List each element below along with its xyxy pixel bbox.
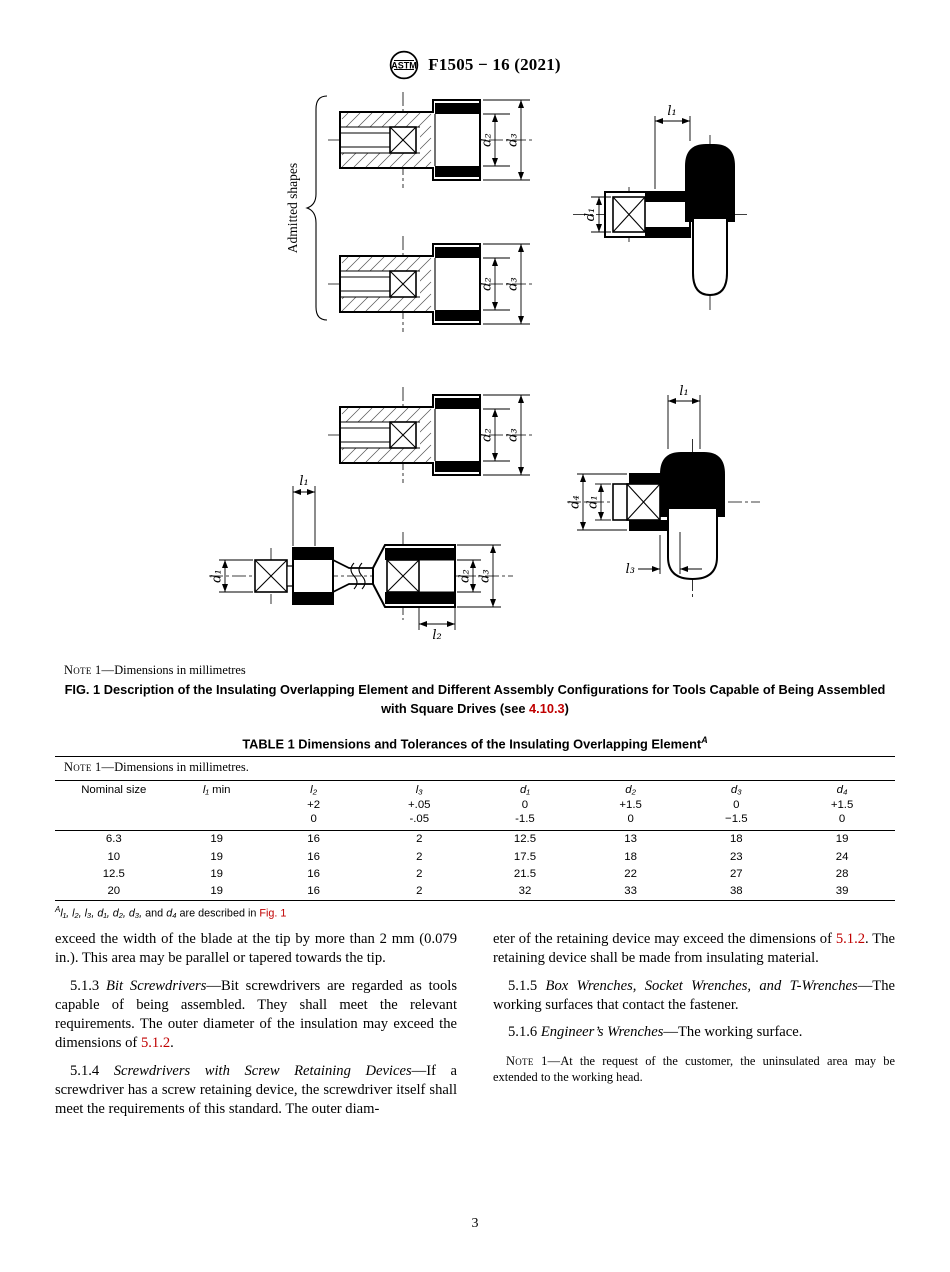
figure-1-drawings: d₂ d₃ Admitted shapes [209, 91, 760, 643]
header-cell: Nominal size [55, 780, 173, 831]
figure-1: d₂ d₃ Admitted shapes [55, 91, 895, 667]
dim-label-l1: l₁ [679, 384, 688, 399]
table-cell: 22 [624, 867, 637, 880]
figure-caption: FIG. 1 Description of the Insulating Ove… [55, 681, 895, 718]
table-note: Note 1—Dimensions in millimetres. [55, 756, 895, 780]
dim-label-d2: d₂ [458, 569, 473, 583]
table-row: 12.5 19 16 2 21.5 22 27 28 [55, 865, 895, 882]
dim-label-l2: l₂ [432, 628, 441, 643]
table-row: 10 19 16 2 17.5 18 23 24 [55, 848, 895, 865]
header-cell: l₁ min [172, 780, 261, 831]
dim-label-d4: d₄ [568, 495, 583, 509]
figure-note: Note 1—Dimensions in millimetres [64, 663, 246, 677]
table-cell: 33 [624, 885, 637, 898]
paragraph: eter of the retaining device may exceed … [493, 931, 895, 967]
table-cell: 13 [624, 833, 637, 846]
table-1-block: Note 1—Dimensions in millimetres. Nomina… [55, 756, 895, 919]
drawing-corner-tool-top: d₁ l₁ [573, 104, 747, 312]
section-5-1-5: 5.1.5 Box Wrenches, Socket Wrenches, and… [493, 977, 895, 1013]
drawing-admitted-shape-1 [327, 91, 533, 189]
table-cell: 16 [307, 833, 320, 846]
astm-logo-text: ASTM [391, 61, 417, 71]
dim-label-l1: l₁ [299, 474, 308, 489]
table-cell: 16 [307, 867, 320, 880]
astm-logo: ASTM [389, 50, 419, 80]
dim-label-d1: d₁ [586, 495, 601, 509]
table-cell: 18 [729, 833, 743, 846]
dim-label-d1: d₁ [210, 569, 225, 583]
drawing-socket-middle [327, 386, 533, 484]
figure-caption-line2: with Square Drives (see 4.10.3) [381, 700, 569, 716]
table-cell: 2 [416, 867, 423, 880]
table-cell: 28 [835, 867, 849, 880]
paragraph: exceed the width of the blade at the tip… [55, 931, 457, 967]
table-cell: 27 [729, 867, 743, 880]
caption-xref-4-10-3[interactable]: 4.10.3 [529, 700, 565, 716]
footnote-xref-fig-1[interactable]: Fig. 1 [259, 907, 287, 920]
table-cell: 19 [835, 833, 849, 846]
dim-label-d1: d₁ [583, 208, 598, 222]
table-cell: 20 [107, 885, 121, 898]
body-column-right: eter of the retaining device may exceed … [493, 930, 895, 1086]
table-cell: 2 [416, 850, 423, 863]
table-cell: 19 [210, 850, 224, 863]
table-cell: 23 [729, 850, 743, 863]
section-5-1-6: 5.1.6 Engineer’s Wrenches—The working su… [508, 1024, 803, 1040]
figure-caption-line1: FIG. 1 Description of the Insulating Ove… [64, 682, 886, 697]
doc-number: F1505 − 16 (2021) [428, 55, 561, 74]
section-5-1-4: 5.1.4 Screwdrivers with Screw Retaining … [55, 1062, 457, 1118]
drawing-admitted-shape-2 [327, 235, 533, 333]
page-header: ASTM F1505 − 16 (2021) [0, 50, 950, 80]
table-row: 20 19 16 2 32 33 38 39 [55, 883, 895, 901]
table-cell: 17.5 [513, 850, 537, 863]
table-cell: 16 [307, 885, 320, 898]
page-number: 3 [471, 1216, 479, 1231]
admitted-shapes-brace [305, 95, 328, 321]
dim-label-d3: d₃ [478, 569, 493, 583]
table-footnote: Al₁, l₂, l₃, d₁, d₂, d₃, and d₄ are desc… [55, 904, 287, 920]
table-cell: 32 [518, 885, 532, 898]
drawing-extension-assembly: d₁ l₁ d₂ d₃ l₂ [209, 474, 513, 643]
xref-5-1-2[interactable]: 5.1.2 [835, 931, 866, 947]
table-cell: 24 [835, 850, 849, 863]
table-cell: 6.3 [105, 833, 122, 846]
table-row: 6.3 19 16 2 12.5 13 18 19 [55, 830, 895, 848]
table-cell: 19 [210, 885, 224, 898]
table-title: TABLE 1 Dimensions and Tolerances of the… [242, 735, 708, 752]
section-5-1-3: 5.1.3 Bit Screwdrivers—Bit screwdrivers … [55, 977, 458, 1052]
admitted-shapes-label: Admitted shapes [285, 163, 300, 253]
dim-label-l3: l₃ [626, 562, 635, 577]
body-note: Note 1—At the request of the customer, t… [493, 1054, 895, 1085]
table-cell: 38 [729, 885, 743, 898]
table-cell: 12.5 [102, 867, 125, 880]
table-cell: 19 [210, 867, 224, 880]
table-cell: 21.5 [513, 867, 537, 880]
table-cell: 12.5 [513, 833, 537, 846]
table-cell: 16 [307, 850, 320, 863]
drawing-corner-tool-bottom: l₁ d₄ d₁ l₃ [567, 384, 760, 597]
body-column-left: exceed the width of the blade at the tip… [55, 930, 457, 1119]
table-cell: 19 [210, 833, 224, 846]
table-cell: 10 [107, 850, 121, 863]
table-cell: 2 [416, 885, 423, 898]
table-cell: 39 [835, 885, 849, 898]
xref-5-1-2[interactable]: 5.1.2 [140, 1035, 171, 1052]
header-cell: l₃+.05-.05 [366, 780, 473, 831]
table-cell: 2 [416, 833, 423, 846]
dim-label-l1: l₁ [667, 104, 676, 119]
table-cell: 18 [624, 850, 637, 863]
